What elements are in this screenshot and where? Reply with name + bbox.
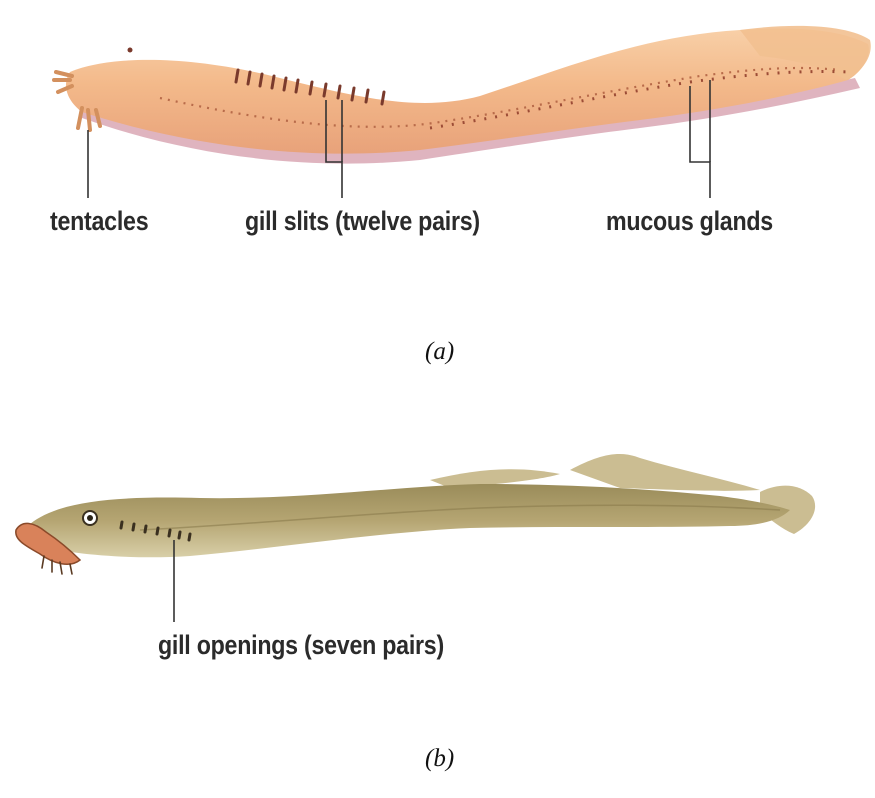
gill-slits-label: gill slits (twelve pairs) [245, 206, 480, 237]
hagfish-body [66, 29, 869, 154]
lamprey-illustration [0, 400, 875, 730]
tentacles-label: tentacles [50, 206, 148, 237]
lamprey-body [26, 484, 790, 557]
hagfish-eye [128, 48, 133, 53]
lamprey-dorsal-fin-rear [570, 454, 760, 491]
caption-a: (a) [425, 338, 454, 366]
gill-openings-label: gill openings (seven pairs) [158, 630, 444, 661]
panel-a: tentacles gill slits (twelve pairs) muco… [0, 0, 875, 340]
lamprey-pupil [87, 515, 93, 521]
hagfish-illustration [0, 0, 875, 340]
caption-b: (b) [425, 745, 454, 773]
mucous-glands-label: mucous glands [606, 206, 773, 237]
panel-b: gill openings (seven pairs) [0, 400, 875, 730]
